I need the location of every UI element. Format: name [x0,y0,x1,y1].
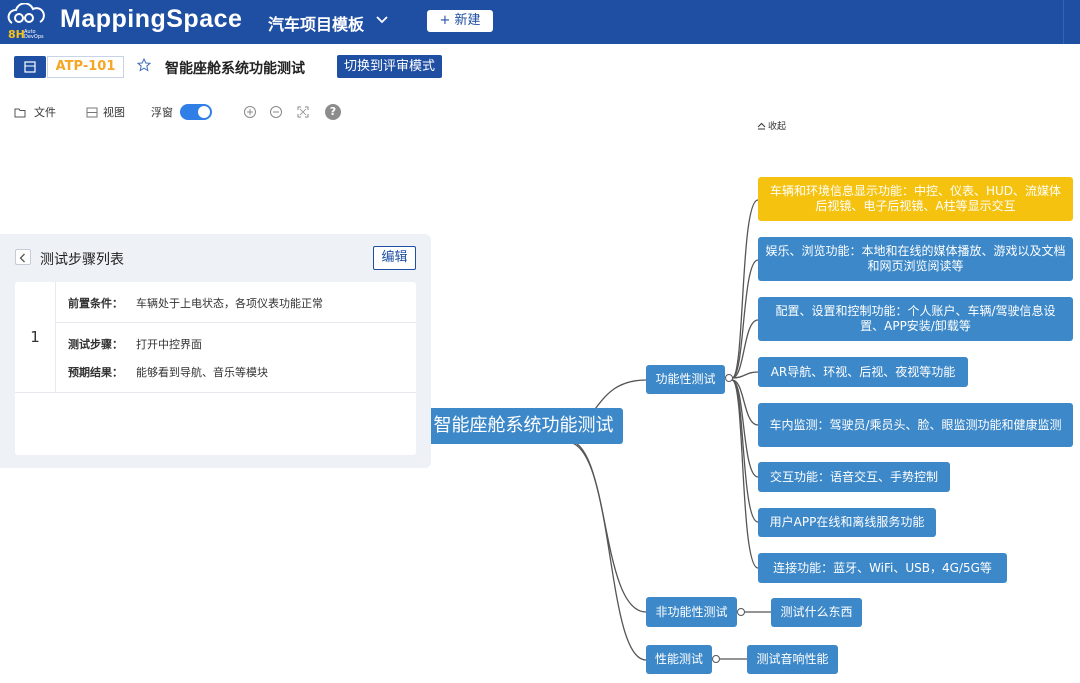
file-menu-label: 文件 [34,106,56,119]
mindmap-leaf-node[interactable]: 测试音响性能 [747,645,838,674]
logo-text: 8H [8,28,25,41]
mindmap-leaf-node[interactable]: 测试什么东西 [771,598,862,627]
action-row: 测试步骤： 打开中控界面 [68,336,202,352]
row-divider [56,322,416,323]
mindmap-leaf-node[interactable]: 连接功能：蓝牙、WiFi、USB，4G/5G等 [758,553,1007,583]
test-step-card: 1 前置条件： 车辆处于上电状态，各项仪表功能正常 测试步骤： 打开中控界面 预期结… [15,282,416,455]
topbar-divider [1063,0,1080,44]
panel-title: 测试步骤列表 [40,252,124,268]
mindmap-leaf-node[interactable]: 配置、设置和控制功能：个人账户、车辆/驾驶信息设置、APP安装/卸载等 [758,297,1073,341]
help-icon[interactable]: ? [325,104,341,120]
mindmap-leaf-node[interactable]: 车内监测：驾驶员/乘员头、脸、眼监测功能和健康监测 [758,403,1073,447]
edit-button[interactable]: 编辑 [373,246,416,270]
folder-icon [14,108,26,117]
mindmap-branch-functional[interactable]: 功能性测试 [646,365,725,394]
new-button[interactable]: + 新建 [427,10,493,32]
star-icon[interactable] [137,58,151,72]
toggle-knob [198,106,210,118]
action-value: 打开中控界面 [136,338,202,351]
brand-name[interactable]: MappingSpace [60,5,243,33]
precondition-value: 车辆处于上电状态，各项仪表功能正常 [136,297,323,310]
mindmap-leaf-node[interactable]: 用户APP在线和离线服务功能 [758,508,936,537]
view-menu-label: 视图 [103,106,125,119]
zoom-out-icon[interactable] [269,105,283,119]
step-number: 1 [15,282,56,392]
mindmap-branch-nonfunctional[interactable]: 非功能性测试 [646,597,737,627]
action-label: 测试步骤： [68,338,123,351]
document-title: 智能座舱系统功能测试 [165,61,305,77]
float-toggle[interactable] [180,104,212,120]
expected-value: 能够看到导航、音乐等模块 [136,366,268,379]
document-id[interactable]: ATP-101 [47,56,124,78]
zoom-in-icon[interactable] [243,105,257,119]
expected-row: 预期结果： 能够看到导航、音乐等模块 [68,364,268,380]
expected-label: 预期结果： [68,366,123,379]
view-menu[interactable]: 视图 [86,104,125,120]
collapse-button[interactable]: 收起 [757,119,786,132]
precondition-label: 前置条件： [68,297,123,310]
back-button[interactable] [15,249,31,265]
logo-cloud-icon [7,2,45,24]
review-mode-button[interactable]: 切换到评审模式 [337,55,442,78]
mindmap-root-node[interactable]: 智能座舱系统功能测试 [424,408,623,444]
chevron-down-icon[interactable] [374,12,390,28]
row-divider [15,392,416,393]
document-icon [24,61,36,73]
mindmap-leaf-node[interactable]: 交互功能：语音交互、手势控制 [758,462,950,492]
test-steps-panel: 测试步骤列表 编辑 1 前置条件： 车辆处于上电状态，各项仪表功能正常 测试步骤：… [0,234,431,468]
file-menu[interactable]: 文件 [14,104,56,120]
chevron-left-icon [19,253,25,263]
collapse-label: 收起 [768,122,787,132]
mindmap-leaf-node[interactable]: 车辆和环境信息显示功能：中控、仪表、HUD、流媒体后视镜、电子后视镜、A柱等显示… [758,177,1073,221]
fit-screen-icon[interactable] [296,105,310,119]
mindmap-leaf-node[interactable]: 娱乐、浏览功能：本地和在线的媒体播放、游戏以及文档和网页浏览阅读等 [758,237,1073,281]
mindmap-leaf-node[interactable]: AR导航、环视、后视、夜视等功能 [758,357,968,387]
float-label: 浮窗 [151,106,173,119]
document-type-icon[interactable] [14,56,46,78]
project-selector[interactable]: 汽车项目模板 [268,15,365,34]
collapse-icon [757,122,766,129]
view-icon [86,107,98,117]
mindmap-branch-performance[interactable]: 性能测试 [646,645,712,674]
precondition-row: 前置条件： 车辆处于上电状态，各项仪表功能正常 [68,295,323,311]
